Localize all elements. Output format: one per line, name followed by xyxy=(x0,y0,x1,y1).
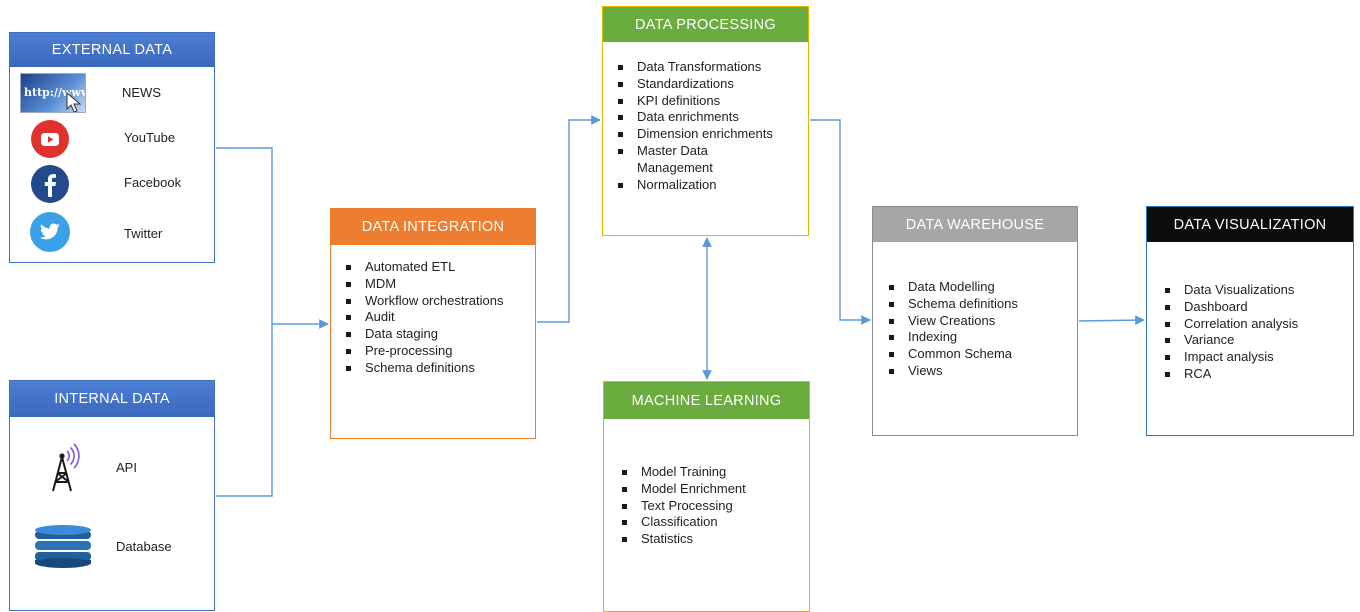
data-integration-box: DATA INTEGRATION Automated ETL MDM Workf… xyxy=(330,208,536,439)
list-item: Data Modelling xyxy=(888,279,1072,296)
data-integration-list: Automated ETL MDM Workflow orchestration… xyxy=(345,259,525,377)
youtube-icon xyxy=(31,120,69,158)
list-item: Common Schema xyxy=(888,346,1072,363)
list-item: Data Transformations xyxy=(617,59,801,76)
twitter-icon xyxy=(30,212,70,252)
list-item: Dimension enrichments xyxy=(617,126,801,143)
source-twitter: Twitter xyxy=(10,210,216,254)
facebook-icon xyxy=(31,165,69,203)
list-item: Master Data Management xyxy=(617,143,747,177)
source-label-database: Database xyxy=(116,539,172,554)
list-item: Normalization xyxy=(617,177,801,194)
connector-external-to-integration xyxy=(216,147,273,324)
source-youtube: YouTube xyxy=(10,117,216,161)
list-item: Model Training xyxy=(621,464,801,481)
internal-data-title: INTERNAL DATA xyxy=(10,381,214,417)
list-item: Indexing xyxy=(888,329,1072,346)
antenna-icon xyxy=(52,443,80,492)
data-warehouse-box: DATA WAREHOUSE Data Modelling Schema def… xyxy=(872,206,1078,436)
source-label-youtube: YouTube xyxy=(124,130,176,145)
list-item: Classification xyxy=(621,514,801,531)
source-label-twitter: Twitter xyxy=(124,226,163,241)
source-label-news: NEWS xyxy=(122,85,161,100)
www-browser-icon: http://www xyxy=(20,73,86,113)
data-visualization-box: DATA VISUALIZATION Data Visualizations D… xyxy=(1146,206,1354,436)
list-item: Statistics xyxy=(621,531,801,548)
list-item: Variance xyxy=(1164,332,1348,349)
connector-warehouse-to-visualization xyxy=(1078,315,1145,326)
data-visualization-list: Data Visualizations Dashboard Correlatio… xyxy=(1164,282,1348,383)
list-item: Pre-processing xyxy=(345,343,525,360)
list-item: KPI definitions xyxy=(617,93,801,110)
list-item: Impact analysis xyxy=(1164,349,1348,366)
list-item: View Creations xyxy=(888,313,1072,330)
external-data-title: EXTERNAL DATA xyxy=(10,33,214,67)
internal-data-box: INTERNAL DATA API xyxy=(9,380,215,611)
list-item: Schema definitions xyxy=(345,360,525,377)
connector-processing-to-warehouse xyxy=(810,119,871,325)
connector-internal-to-integration xyxy=(216,324,273,497)
list-item: RCA xyxy=(1164,366,1348,383)
list-item: Audit xyxy=(345,309,525,326)
data-integration-title: DATA INTEGRATION xyxy=(331,209,535,245)
source-database: Database xyxy=(10,521,216,571)
external-data-box: EXTERNAL DATA http://www NEWS YouTube Fa… xyxy=(9,32,215,263)
list-item: Text Processing xyxy=(621,498,801,515)
source-label-api: API xyxy=(116,460,137,475)
list-item: Schema definitions xyxy=(888,296,1072,313)
list-item: Data enrichments xyxy=(617,109,801,126)
source-label-facebook: Facebook xyxy=(124,175,182,190)
list-item: Standardizations xyxy=(617,76,801,93)
data-warehouse-list: Data Modelling Schema definitions View C… xyxy=(888,279,1072,380)
list-item: Workflow orchestrations xyxy=(345,293,525,310)
source-api: API xyxy=(10,443,216,493)
list-item: Correlation analysis xyxy=(1164,316,1348,333)
data-processing-title: DATA PROCESSING xyxy=(603,7,808,42)
list-item: Views xyxy=(888,363,1072,380)
list-item: MDM xyxy=(345,276,525,293)
data-processing-list: Data Transformations Standardizations KP… xyxy=(617,59,801,193)
machine-learning-box: MACHINE LEARNING Model Training Model En… xyxy=(603,381,810,612)
data-warehouse-title: DATA WAREHOUSE xyxy=(873,207,1077,242)
source-facebook: Facebook xyxy=(10,162,216,206)
machine-learning-list: Model Training Model Enrichment Text Pro… xyxy=(621,464,801,548)
connector-integration-to-processing xyxy=(537,115,601,323)
data-visualization-title: DATA VISUALIZATION xyxy=(1147,207,1353,242)
source-news: http://www NEWS xyxy=(10,71,216,115)
list-item: Data Visualizations xyxy=(1164,282,1348,299)
machine-learning-title: MACHINE LEARNING xyxy=(604,382,809,419)
list-item: Dashboard xyxy=(1164,299,1348,316)
list-item: Automated ETL xyxy=(345,259,525,276)
list-item: Model Enrichment xyxy=(621,481,801,498)
database-icon xyxy=(35,525,91,568)
list-item: Data staging xyxy=(345,326,525,343)
data-processing-box: DATA PROCESSING Data Transformations Sta… xyxy=(602,6,809,236)
